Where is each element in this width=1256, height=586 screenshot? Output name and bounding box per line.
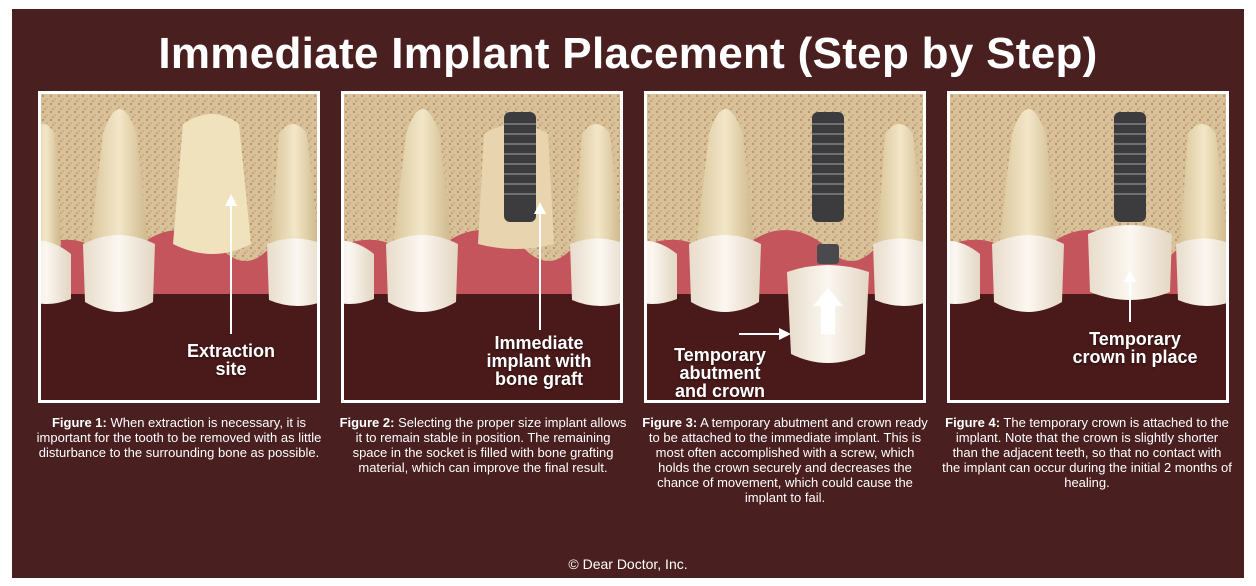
infographic: Immediate Implant Placement (Step by Ste…	[12, 9, 1244, 578]
right-tooth-crown	[1176, 238, 1226, 306]
left-tooth-crown	[386, 235, 458, 312]
figure-4-caption: Figure 4: The temporary crown is attache…	[942, 415, 1232, 490]
figure-1-caption: Figure 1: When extraction is necessary, …	[34, 415, 324, 460]
figure-2-lead: Figure 2:	[340, 415, 395, 430]
implant-screw	[1114, 112, 1146, 222]
figure-2-caption: Figure 2: Selecting the proper size impl…	[338, 415, 628, 475]
left-tooth-crown	[689, 235, 761, 312]
figure-4-panel: Temporary crown in place	[947, 91, 1229, 403]
figure-4-lead: Figure 4:	[945, 415, 1000, 430]
figure-2-panel: Immediate implant with bone graft	[341, 91, 623, 403]
page-title: Immediate Implant Placement (Step by Ste…	[12, 29, 1244, 79]
extraction-site-label: Extraction site	[156, 342, 306, 378]
left-tooth-crown	[83, 235, 155, 312]
abutment	[817, 244, 839, 264]
abutment-crown-label: Temporary abutment and crown	[655, 346, 785, 400]
right-tooth-crown	[873, 238, 923, 306]
implant-screw	[812, 112, 844, 222]
figure-1-lead: Figure 1:	[52, 415, 107, 430]
left-tooth-crown	[992, 235, 1064, 312]
figure-3-lead: Figure 3:	[642, 415, 697, 430]
figure-3-caption: Figure 3: A temporary abutment and crown…	[640, 415, 930, 505]
implant-screw	[504, 112, 536, 222]
crown-in-place-label: Temporary crown in place	[1050, 330, 1220, 366]
right-tooth-crown	[570, 238, 620, 306]
figure-1-panel: Extraction site	[38, 91, 320, 403]
implant-graft-label: Immediate implant with bone graft	[464, 334, 614, 388]
right-tooth-crown	[267, 238, 317, 306]
figure-3-panel: Temporary abutment and crown	[644, 91, 926, 403]
copyright-credit: © Dear Doctor, Inc.	[12, 556, 1244, 572]
extraction-socket	[173, 114, 251, 254]
figure-2-text: Selecting the proper size implant allows…	[353, 415, 627, 475]
